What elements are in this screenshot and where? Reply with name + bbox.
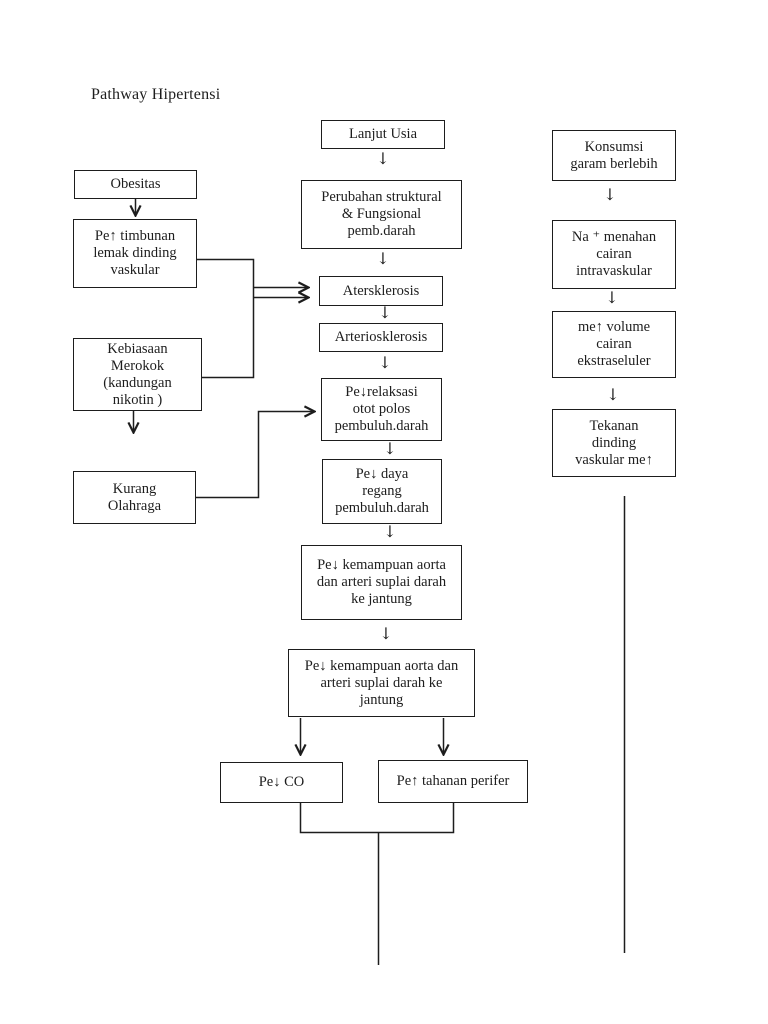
node-arteriosklerosis: Arteriosklerosis [319,323,443,352]
down-arrow-icon: ↓ [376,249,390,268]
node-tekanan-dinding: Tekanan dinding vaskular me↑ [552,409,676,477]
node-timbunan-lemak: Pe↑ timbunan lemak dinding vaskular [73,219,197,288]
down-arrow-icon: ↓ [378,353,392,372]
node-tahanan-perifer: Pe↑ tahanan perifer [378,760,528,803]
down-arrow-icon: ↓ [383,439,397,458]
node-konsumsi-garam: Konsumsi garam berlebih [552,130,676,181]
node-relaksasi-otot: Pe↓relaksasi otot polos pembuluh.darah [321,378,442,441]
down-arrow-icon: ↓ [379,624,393,643]
arrow-olahraga-relaksasi [196,412,314,499]
node-kemampuan-aorta-2: Pe↓ kemampuan aorta dan arteri suplai da… [288,649,475,717]
node-pe-co: Pe↓ CO [220,762,343,803]
node-na-menahan: Na ⁺ menahan cairan intravaskular [552,220,676,289]
down-arrow-icon: ↓ [383,522,397,541]
node-kemampuan-aorta-1: Pe↓ kemampuan aorta dan arteri suplai da… [301,545,462,620]
node-volume-cairan: me↑ volume cairan ekstraseluler [552,311,676,378]
join-bottom-lines [299,803,455,965]
node-kebiasaan-merokok: Kebiasaan Merokok (kandungan nikotin ) [73,338,202,411]
node-obesitas: Obesitas [74,170,197,199]
node-daya-regang: Pe↓ daya regang pembuluh.darah [322,459,442,524]
down-arrow-icon: ↓ [376,149,390,168]
page-title: Pathway Hipertensi [91,86,221,103]
down-arrow-icon: ↓ [378,303,392,322]
down-arrow-icon: ↓ [606,385,620,404]
node-atersklerosis: Atersklerosis [319,276,443,306]
down-arrow-icon: ↓ [603,185,617,204]
trunk-left [197,258,255,379]
node-perubahan-struktural: Perubahan struktural & Fungsional pemb.d… [301,180,462,249]
node-kurang-olahraga: Kurang Olahraga [73,471,196,524]
down-arrow-icon: ↓ [605,288,619,307]
node-lanjut-usia: Lanjut Usia [321,120,445,149]
